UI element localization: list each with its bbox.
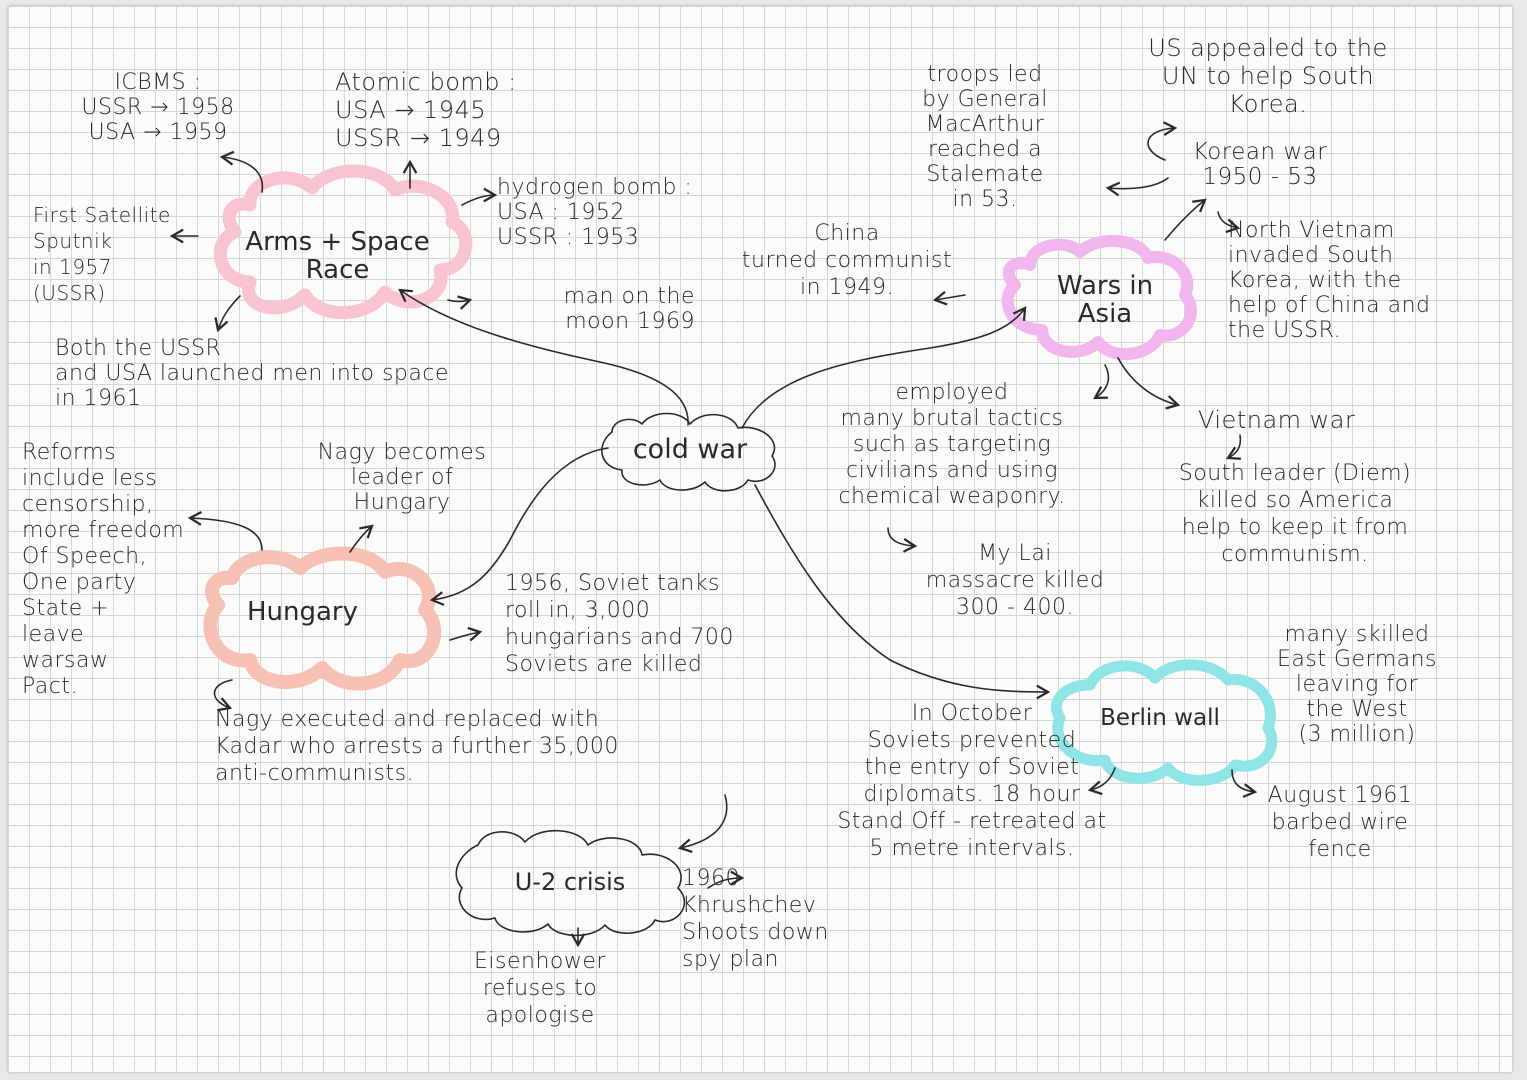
arrow-to-tactics: [1093, 364, 1110, 400]
hungary-node: Hungary: [246, 597, 359, 627]
icbms-note: ICBMS : USSR → 1958 USA → 1959: [81, 70, 235, 145]
u2-crisis-node: U-2 crisis: [514, 868, 626, 896]
arrow-to-china: [932, 290, 966, 306]
arrow-to-diem: [1225, 434, 1242, 460]
arrow-to-us-appealed: [1147, 121, 1178, 161]
troops-macarthur-note: troops led by General MacArthur reached …: [922, 62, 1048, 212]
reforms-note: Reforms include less censorship, more fr…: [22, 440, 185, 699]
arrow-to-moon-landing: [447, 295, 473, 310]
branch-to-wars-in-asia: [741, 306, 1027, 429]
hungary-cloud: [203, 546, 441, 691]
north-vietnam-note: North Vietnam invaded South Korea, with …: [1228, 218, 1431, 343]
arrow-to-u2-crisis: [677, 794, 728, 854]
berlin-wall-cloud: [1050, 659, 1278, 786]
branch-to-arms-race: [398, 288, 689, 426]
arrow-to-my-lai: [887, 527, 918, 553]
hydrogen-bomb-note: hydrogen bomb : USA : 1952 USSR : 1953: [497, 175, 693, 250]
u2-crisis-cloud: [455, 829, 686, 937]
moon-landing-note: man on the moon 1969: [563, 284, 695, 334]
diem-note: South leader (Diem) killed so America he…: [1178, 461, 1412, 567]
branch-to-hungary: [429, 447, 609, 606]
arrow-to-troops: [1105, 177, 1169, 197]
brutal-tactics-note: employed many brutal tactics such as tar…: [838, 380, 1066, 509]
arrow-to-vietnam-war: [1117, 357, 1181, 410]
arms-race-cloud: [213, 164, 473, 320]
first-satellite-note: First Satellite Sputnik in 1957 (USSR): [33, 203, 171, 305]
branch-to-berlin-wall: [754, 484, 1051, 700]
arrow-to-khrushchev: [707, 870, 745, 889]
cold-war-node: cold war: [632, 434, 748, 465]
nagy-executed-note: Nagy executed and replaced with Kadar wh…: [215, 707, 619, 786]
soviet-tanks-note: 1956, Soviet tanks roll in, 3,000 hungar…: [505, 571, 734, 677]
arrow-to-nagy-executed: [213, 679, 233, 712]
eisenhower-note: Eisenhower refuses to apologise: [474, 949, 606, 1028]
arrow-to-october-standoff: [1087, 767, 1116, 796]
khrushchev-note: 1960 Khrushchev Shoots down spy plan: [682, 866, 829, 972]
wars-in-asia-cloud: [1001, 235, 1197, 360]
wars-in-asia-node: Wars in Asia: [1056, 271, 1154, 329]
october-standoff-note: In October Soviets prevented the entry o…: [837, 701, 1107, 861]
august-1961-note: August 1961 barbed wire fence: [1267, 783, 1413, 862]
arrow-to-reforms: [187, 511, 263, 551]
cold-war-cloud: [601, 412, 776, 492]
arrow-to-men-in-space: [214, 295, 241, 333]
arrow-to-hydrogen-bomb: [461, 187, 498, 206]
nagy-leader-note: Nagy becomes leader of Hungary: [317, 440, 487, 515]
arrow-to-icbms: [219, 150, 264, 193]
arrow-to-nagy-leader: [349, 524, 374, 553]
arrow-to-august-1961: [1231, 769, 1258, 798]
arrow-to-north-vietnam: [1217, 211, 1241, 234]
us-appealed-note: US appealed to the UN to help South Kore…: [1148, 34, 1388, 118]
berlin-wall-node: Berlin wall: [1100, 705, 1220, 731]
men-in-space-note: Both the USSR and USA launched men into …: [55, 336, 449, 411]
arrow-to-korean-war: [1164, 198, 1207, 241]
atomic-bomb-note: Atomic bomb : USA → 1945 USSR → 1949: [335, 68, 517, 152]
china-note: China turned communist in 1949.: [741, 221, 953, 300]
skilled-east-germans-note: many skilled East Germans leaving for th…: [1276, 622, 1438, 747]
arrow-to-soviet-tanks: [449, 626, 483, 642]
my-lai-note: My Lai massacre killed 300 - 400.: [925, 541, 1105, 620]
arms-race-node: Arms + Space Race: [245, 227, 430, 285]
vietnam-war-note: Vietnam war: [1198, 406, 1356, 434]
korean-war-note: Korean war 1950 - 53: [1192, 139, 1328, 190]
